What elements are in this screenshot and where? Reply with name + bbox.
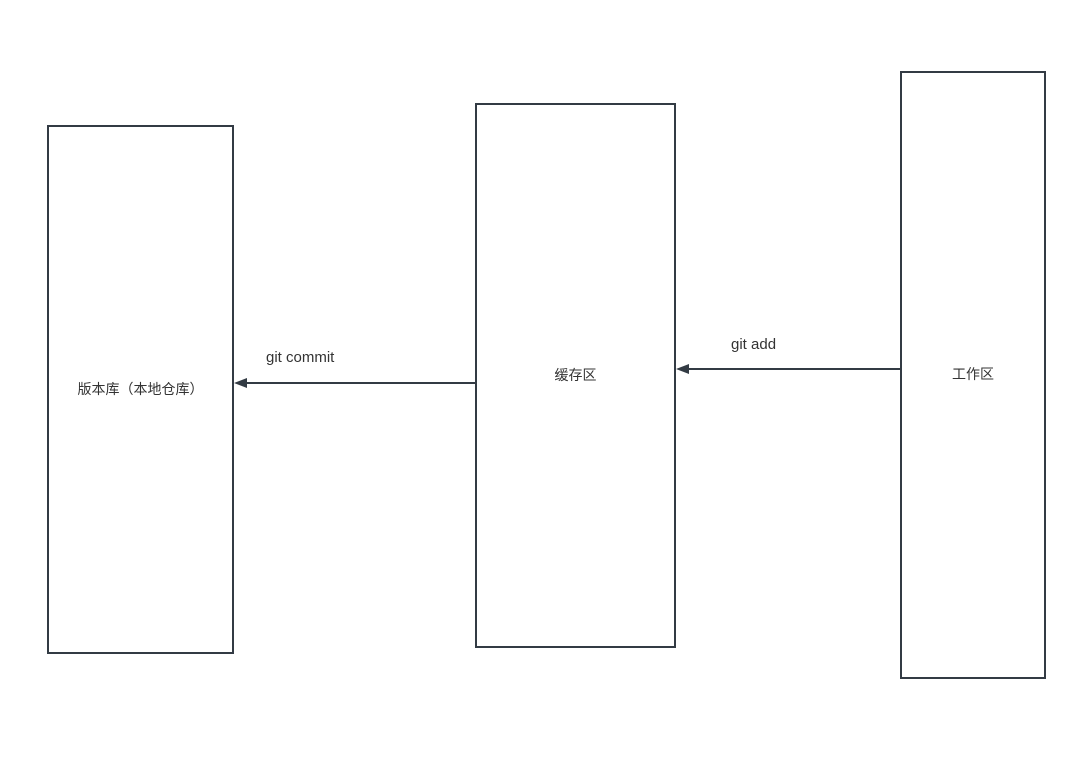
node-working-area[interactable]: 工作区 [900, 71, 1046, 679]
node-staging-area[interactable]: 缓存区 [475, 103, 676, 648]
edge-git-commit-label: git commit [266, 349, 335, 366]
node-local-repository[interactable]: 版本库（本地仓库） [47, 125, 234, 654]
edge-git-add-label: git add [731, 336, 777, 353]
edge-git-add-line [688, 368, 900, 370]
edge-git-commit-line [246, 382, 475, 384]
node-local-repository-label: 版本库（本地仓库） [77, 380, 204, 397]
arrow-left-icon [234, 378, 247, 388]
node-working-area-label: 工作区 [952, 366, 994, 383]
node-staging-area-label: 缓存区 [554, 366, 597, 383]
arrow-left-icon [676, 364, 689, 374]
